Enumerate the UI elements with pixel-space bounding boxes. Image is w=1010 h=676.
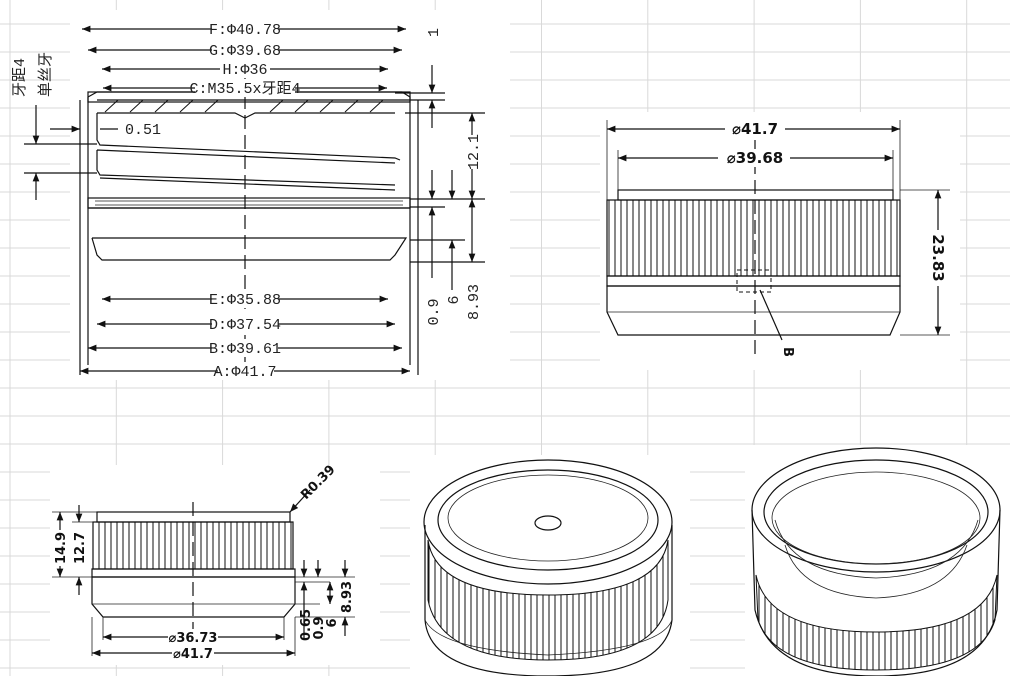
dim-d41-7-side: ⌀41.7 [173,647,213,662]
dim-B: B:Φ39.61 [209,341,281,358]
dim-d39-68: ⌀39.68 [727,149,783,167]
dim-A: A:Φ41.7 [213,364,276,381]
dim-14-9: 14.9 [54,532,69,564]
dim-wall: 0.51 [125,122,161,139]
cap-render-top [410,455,690,676]
side-view: R0.39 14.9 12.7 0.65 0.9 6 8.93 ⌀36.73 ⌀… [50,462,380,665]
dim-H: H:Φ36 [222,62,267,79]
dim-C: C:M35.5x牙距4 [189,81,300,98]
dim-12-7: 12.7 [73,532,88,564]
thread-pitch-note: 牙距4 [12,58,29,97]
dim-F: F:Φ40.78 [209,22,281,39]
dim-0-65: 0.65 [299,609,314,641]
dim-12-1: 12.1 [466,134,483,170]
dim-G: G:Φ39.68 [209,43,281,60]
detail-B-label: B [780,347,795,357]
dim-top: 1 [426,28,443,37]
dim-8-93: 8.93 [466,284,483,320]
dim-0-9: 0.9 [426,298,443,325]
dim-height-23-83: 23.83 [929,234,947,281]
cap-render-bottom [745,445,1010,676]
dim-D: D:Φ37.54 [209,317,281,334]
dim-8-93-side: 8.93 [340,581,355,613]
dim-E: E:Φ35.88 [209,292,281,309]
section-view: F:Φ40.78 G:Φ39.68 H:Φ36 C:M35.5x牙距4 E:Φ3… [12,10,510,381]
dim-0-9-side: 0.9 [312,616,327,639]
thread-type-note: 单丝牙 [37,52,55,97]
dim-6: 6 [446,295,463,304]
dim-d36-73: ⌀36.73 [169,631,218,646]
dim-6-side: 6 [325,618,340,627]
dim-d41-7: ⌀41.7 [732,120,778,138]
front-view: B ⌀41.7 ⌀39.68 23.83 [600,112,960,370]
